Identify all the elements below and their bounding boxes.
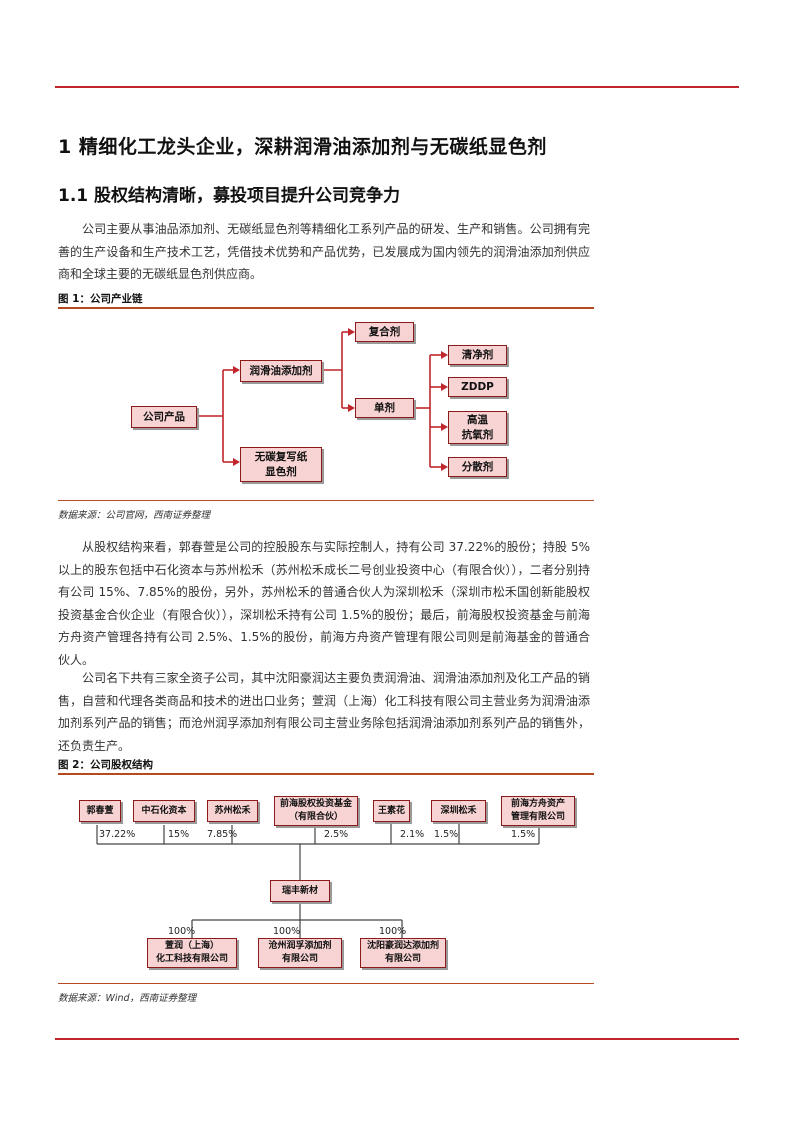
section-heading-1: 1 精细化工龙头企业，深耕润滑油添加剂与无碳纸显色剂 xyxy=(58,136,547,158)
shareholder-shenzhen-songhe: 深圳松禾 xyxy=(431,800,486,822)
figure2-source: 数据来源：Wind，西南证券整理 xyxy=(58,993,197,1004)
node-detergent: 清净剂 xyxy=(448,345,507,365)
figure1-top-rule xyxy=(58,307,594,309)
figure1-source: 数据来源：公司官网，西南证券整理 xyxy=(58,510,211,521)
subsidiary-shenyang-haorunda: 沈阳豪润达添加剂有限公司 xyxy=(360,938,446,968)
company-ruifeng: 瑞丰新材 xyxy=(270,880,330,902)
pct-qianhai-fangzhou: 1.5% xyxy=(511,829,536,840)
node-company-products: 公司产品 xyxy=(131,406,197,428)
top-rule xyxy=(55,86,739,88)
node-dispersant: 分散剂 xyxy=(448,457,507,477)
paragraph-subsidiaries: 公司名下共有三家全资子公司，其中沈阳豪润达主要负责润滑油、润滑油添加剂及化工产品… xyxy=(58,671,590,753)
pct-subsidiary-cangzhou: 100% xyxy=(273,926,301,937)
shareholder-qianhai-equity-fund: 前海股权投资基金（有限合伙） xyxy=(274,796,358,826)
shareholder-qianhai-fangzhou: 前海方舟资产管理有限公司 xyxy=(501,796,575,826)
pct-sinopec-capital: 15% xyxy=(168,829,190,840)
pct-wang-suhua: 2.1% xyxy=(400,829,425,840)
figure2-top-rule xyxy=(58,773,594,775)
subsidiary-xuanrun-shanghai: 萱润（上海）化工科技有限公司 xyxy=(147,938,237,968)
pct-suzhou-songhe: 7.85% xyxy=(207,829,238,840)
node-lubricant-additive: 润滑油添加剂 xyxy=(240,360,322,382)
shareholder-wang-suhua: 王素花 xyxy=(373,800,410,822)
shareholder-sinopec-capital: 中石化资本 xyxy=(133,800,195,822)
pct-subsidiary-shenyang: 100% xyxy=(379,926,407,937)
pct-subsidiary-shanghai: 100% xyxy=(168,926,196,937)
figure2-bottom-rule xyxy=(58,983,594,984)
node-single-agent: 单剂 xyxy=(355,398,414,418)
bottom-rule xyxy=(55,1038,739,1040)
pct-shenzhen-songhe: 1.5% xyxy=(434,829,459,840)
subsidiary-cangzhou-runfu: 沧州润孚添加剂有限公司 xyxy=(258,938,342,968)
figure1-title: 图 1：公司产业链 xyxy=(58,293,143,305)
node-carbonless-developer: 无碳复写纸显色剂 xyxy=(240,447,322,482)
paragraph-intro: 公司主要从事油品添加剂、无碳纸显色剂等精细化工系列产品的研发、生产和销售。公司拥… xyxy=(58,222,590,282)
node-compound-agent: 复合剂 xyxy=(355,322,414,342)
node-zddp: ZDDP xyxy=(448,377,507,397)
figure1-bottom-rule xyxy=(58,500,594,501)
figure2-title: 图 2：公司股权结构 xyxy=(58,759,153,771)
shareholder-suzhou-songhe: 苏州松禾 xyxy=(207,800,258,822)
section-heading-1-1: 1.1 股权结构清晰，募投项目提升公司竞争力 xyxy=(58,186,401,206)
pct-qianhai-equity-fund: 2.5% xyxy=(324,829,349,840)
shareholder-guo-chunxuan: 郭春萱 xyxy=(79,800,121,822)
paragraph-ownership: 从股权结构来看，郭春萱是公司的控股股东与实际控制人，持有公司 37.22%的股份… xyxy=(58,540,590,667)
node-antioxidant: 高温抗氧剂 xyxy=(448,411,507,444)
pct-guo-chunxuan: 37.22% xyxy=(99,829,136,840)
